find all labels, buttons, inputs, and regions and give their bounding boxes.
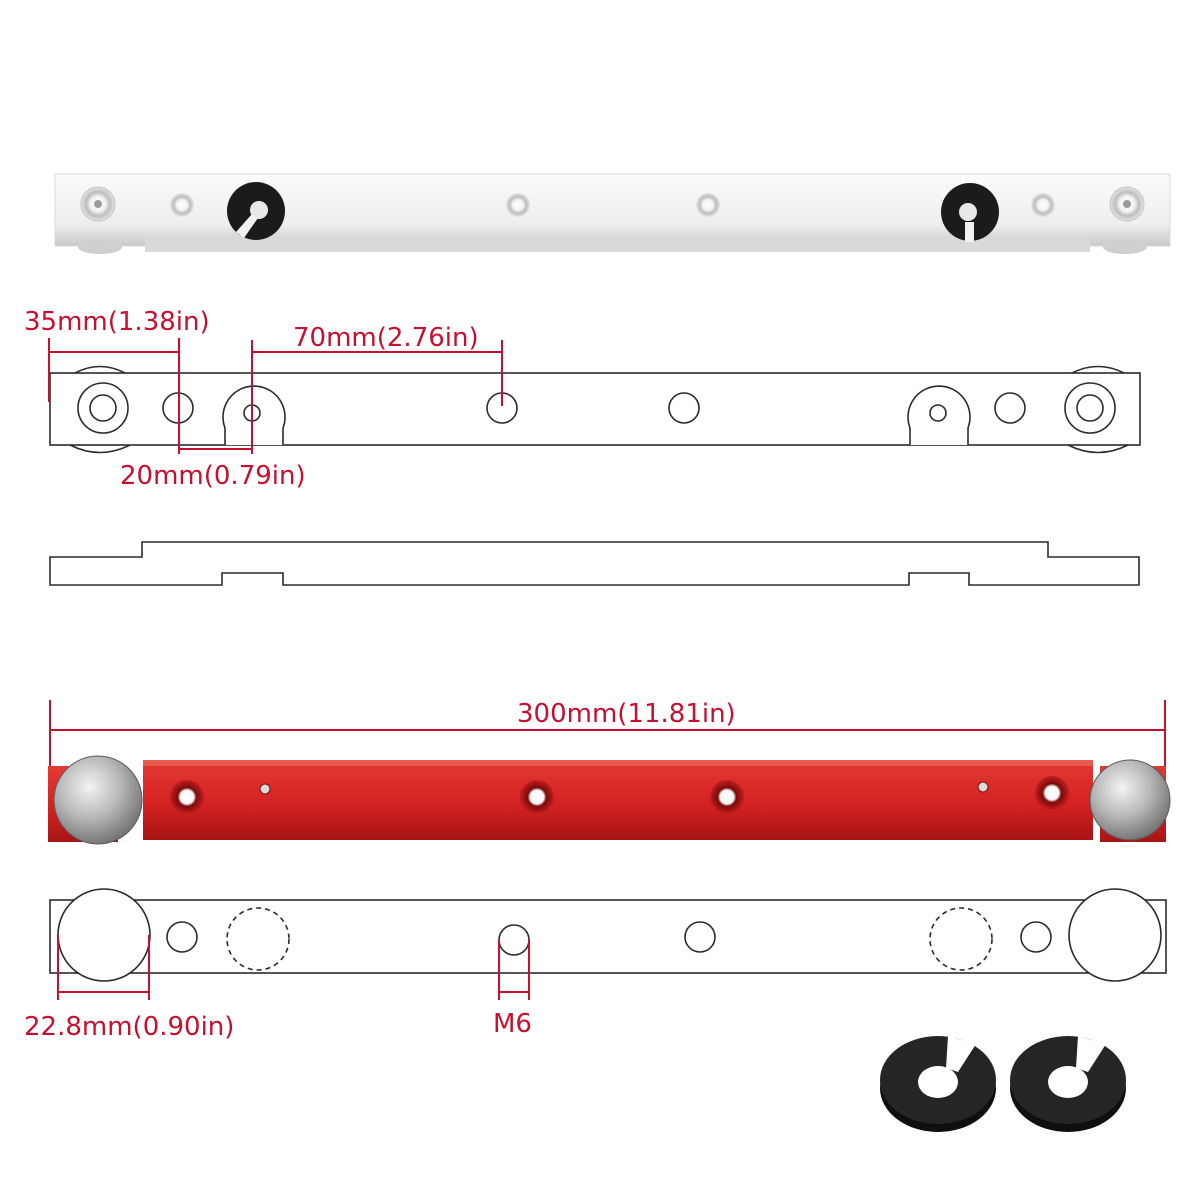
silver-bar-body: [54, 173, 1171, 247]
red-bar-hole: [520, 780, 554, 814]
side-profile-outline: [49, 541, 1140, 586]
silver-bar-washer-left-slot: [236, 214, 258, 238]
silver-bar-hole: [696, 193, 720, 217]
dim-22-label: 22.8mm(0.90in): [24, 1012, 234, 1042]
bottom-view-bar: [49, 899, 1167, 974]
bottom-view-dimensions: 22.8mm(0.90in) M6: [24, 935, 532, 1042]
red-bar-small-hole: [977, 781, 989, 793]
washer-icon: [880, 1036, 996, 1132]
dim-35-label: 35mm(1.38in): [24, 307, 210, 337]
silver-bar-foot-left: [78, 240, 122, 254]
bottom-view-knob-right: [1068, 888, 1162, 982]
top-view-foot-left: [69, 444, 131, 454]
silver-miter-bar: [54, 173, 1171, 254]
top-view-hole: [668, 392, 700, 424]
silver-bar-washer-right-slot: [965, 222, 974, 242]
red-bar-body: [143, 760, 1093, 840]
top-view-bar: [49, 372, 1141, 446]
top-view-hole: [994, 392, 1026, 424]
washer-right-slot: [1076, 1036, 1106, 1072]
bottom-view-washer-dashed-left: [226, 907, 290, 971]
bottom-view-outline: [49, 888, 1167, 982]
washer-left-slot: [946, 1036, 976, 1072]
red-bar-hole: [710, 780, 744, 814]
silver-bar-hole: [170, 193, 194, 217]
top-view-end-hole-right-inner: [1076, 394, 1104, 422]
red-bar-knob-right: [1089, 759, 1171, 841]
red-bar-small-hole: [259, 783, 271, 795]
top-view-foot-left-top: [74, 365, 126, 374]
dim-300-label: 300mm(11.81in): [517, 699, 736, 729]
washer-right-hole: [1048, 1066, 1088, 1098]
dim-20-label: 20mm(0.79in): [120, 461, 306, 491]
bottom-view-washer-dashed-right: [929, 907, 993, 971]
top-view-outline: [49, 365, 1141, 454]
silver-bar-hole: [1031, 193, 1055, 217]
red-bar-knob-left: [53, 755, 143, 845]
top-view-dimensions: 35mm(1.38in) 70mm(2.76in) 20mm(0.79in): [24, 307, 503, 491]
bottom-view-knob-left: [57, 888, 151, 982]
red-bar-hole: [170, 780, 204, 814]
washer-icon: [1010, 1036, 1126, 1132]
bottom-view-hole: [1020, 921, 1052, 953]
dim-m6-label: M6: [493, 1009, 532, 1039]
red-bar-hole: [1035, 776, 1069, 810]
red-miter-bar: 300mm(11.81in): [48, 699, 1171, 845]
bottom-view-hole: [684, 921, 716, 953]
silver-bar-washer-right-hole: [959, 203, 977, 221]
top-view-washer-slot-right-hole: [929, 404, 947, 422]
silver-bar-lower-edge: [145, 238, 1090, 252]
silver-bar-screw-left-center: [94, 200, 102, 208]
top-view-washer-slot-right: [907, 385, 971, 445]
top-view-end-hole-left-inner: [89, 394, 117, 422]
silver-bar-foot-right: [1103, 240, 1147, 254]
silver-bar-washer-left-hole: [250, 201, 268, 219]
dim-70-label: 70mm(2.76in): [293, 323, 479, 353]
top-view-washer-slot-left: [222, 385, 286, 445]
silver-bar-screw-right-center: [1123, 200, 1131, 208]
red-bar-highlight: [143, 760, 1093, 766]
top-view-foot-right: [1067, 444, 1129, 454]
silver-bar-hole: [506, 193, 530, 217]
bottom-view-hole: [166, 921, 198, 953]
top-view-end-hole-left-outer: [77, 382, 129, 434]
top-view-end-hole-right-outer: [1064, 382, 1116, 434]
top-view-foot-right-top: [1071, 365, 1125, 374]
washer-left-hole: [918, 1066, 958, 1098]
